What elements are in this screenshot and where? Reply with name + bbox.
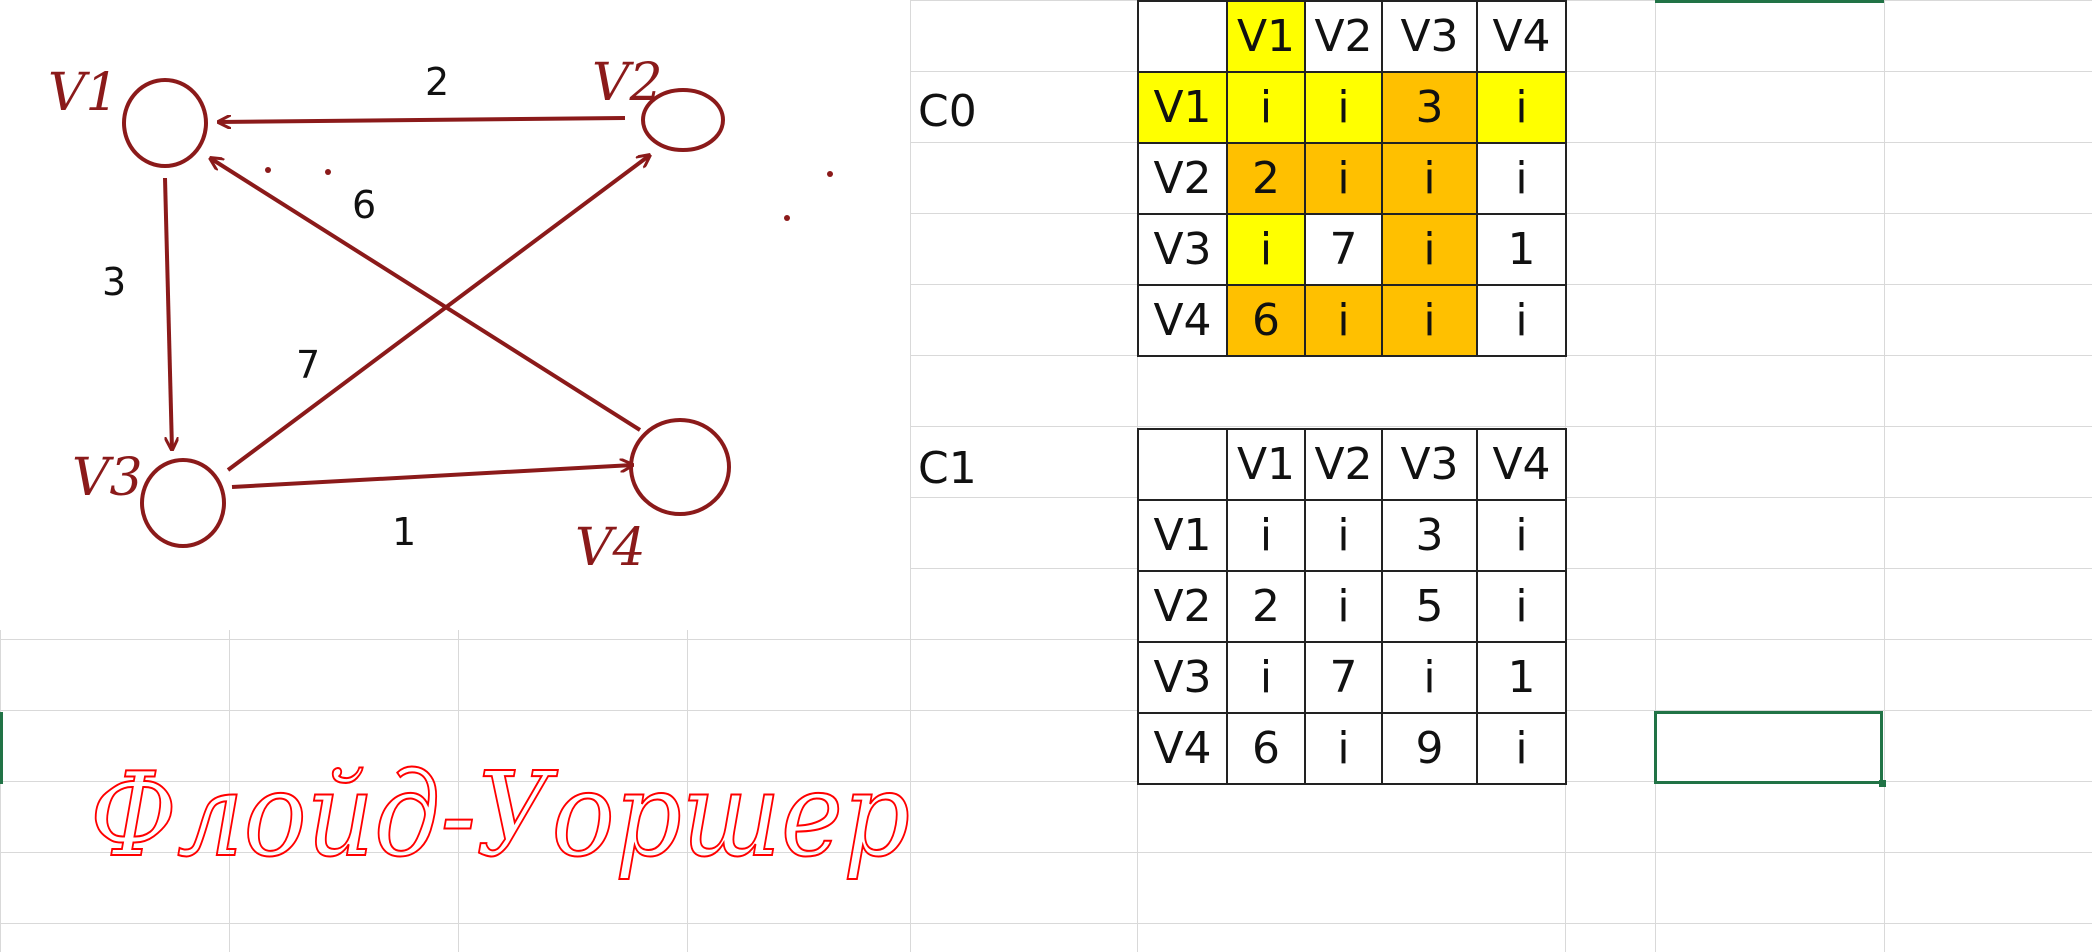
table-row: V3 i 7 i 1 xyxy=(1137,213,1567,286)
handwritten-title: Флойд-Уоршер xyxy=(89,747,911,884)
matrix-cell[interactable] xyxy=(1137,0,1228,73)
edge-v4-v1-weight: 6 xyxy=(352,183,376,227)
table-row: V2 2 i 5 i xyxy=(1137,570,1567,643)
vertex-v2-node xyxy=(641,88,725,152)
matrix-cell[interactable]: V4 xyxy=(1476,428,1567,501)
vertex-v4-label: V4 xyxy=(575,518,646,578)
edge-v3-v4 xyxy=(231,465,633,489)
matrix-cell[interactable]: 7 xyxy=(1304,641,1383,714)
matrix-cell[interactable]: V3 xyxy=(1381,428,1478,501)
matrix-cell[interactable]: 1 xyxy=(1476,641,1567,714)
table-row: V2 2 i i i xyxy=(1137,142,1567,215)
edge-v1-v3 xyxy=(163,177,172,450)
column-selection-indicator xyxy=(1655,0,1884,3)
stray-dot xyxy=(827,171,833,177)
handwritten-title-text: Флойд-Уоршер xyxy=(90,748,910,883)
matrix-cell[interactable]: i xyxy=(1381,641,1478,714)
stray-dot xyxy=(265,167,271,173)
matrix-cell[interactable]: i xyxy=(1381,142,1478,215)
selected-cell[interactable] xyxy=(1654,711,1883,784)
matrix-c1: V1 V2 V3 V4 V1 i i 3 i V2 2 i 5 i V3 i 7… xyxy=(1137,428,1567,785)
matrix-cell[interactable]: i xyxy=(1476,570,1567,643)
matrix-cell[interactable]: V4 xyxy=(1137,712,1228,785)
matrix-cell[interactable]: i xyxy=(1304,570,1383,643)
matrix-c0: V1 V2 V3 V4 V1 i i 3 i V2 2 i i i V3 i 7… xyxy=(1137,0,1567,357)
matrix-cell[interactable]: i xyxy=(1226,71,1306,144)
matrix-cell[interactable]: V1 xyxy=(1137,499,1228,572)
matrix-cell[interactable]: V2 xyxy=(1137,570,1228,643)
edge-v4-v1 xyxy=(210,158,642,432)
matrix-cell[interactable]: i xyxy=(1304,142,1383,215)
matrix-cell[interactable]: i xyxy=(1226,499,1306,572)
vertex-v3-label: V3 xyxy=(72,448,143,508)
matrix-cell[interactable]: i xyxy=(1226,641,1306,714)
matrix-cell[interactable]: V3 xyxy=(1381,0,1478,73)
matrix-cell[interactable]: 6 xyxy=(1226,284,1306,357)
row-selection-indicator xyxy=(0,712,3,784)
matrix-cell[interactable]: 1 xyxy=(1476,213,1567,286)
matrix-cell[interactable]: V4 xyxy=(1476,0,1567,73)
matrix-cell[interactable]: 6 xyxy=(1226,712,1306,785)
matrix-cell[interactable]: V3 xyxy=(1137,641,1228,714)
vertex-v3-node xyxy=(140,458,226,548)
edge-v2-v1-weight: 2 xyxy=(425,60,449,104)
matrix-cell[interactable]: i xyxy=(1381,284,1478,357)
vertex-v1-label: V1 xyxy=(48,63,119,123)
matrix-cell[interactable]: i xyxy=(1476,499,1567,572)
matrix-cell[interactable]: 3 xyxy=(1381,499,1478,572)
matrix-cell[interactable]: i xyxy=(1476,71,1567,144)
edge-v3-v2 xyxy=(226,155,650,472)
matrix-cell[interactable] xyxy=(1137,428,1228,501)
matrix-cell[interactable]: i xyxy=(1476,284,1567,357)
table-row: V3 i 7 i 1 xyxy=(1137,641,1567,714)
matrix-cell[interactable]: 2 xyxy=(1226,570,1306,643)
matrix-cell[interactable]: i xyxy=(1304,499,1383,572)
matrix-cell[interactable]: V1 xyxy=(1226,428,1306,501)
matrix-cell[interactable]: V3 xyxy=(1137,213,1228,286)
fill-handle[interactable] xyxy=(1879,780,1886,787)
table-row: V1 i i 3 i xyxy=(1137,71,1567,144)
matrix-cell[interactable]: V2 xyxy=(1304,0,1383,73)
table-row: V4 6 i i i xyxy=(1137,284,1567,357)
edge-v3-v4-weight: 1 xyxy=(392,510,416,554)
table-row: V1 i i 3 i xyxy=(1137,499,1567,572)
table-c0-label: C0 xyxy=(918,86,977,137)
stray-dot xyxy=(325,169,331,175)
table-row: V1 V2 V3 V4 xyxy=(1137,428,1567,501)
matrix-cell[interactable]: i xyxy=(1476,142,1567,215)
matrix-cell[interactable]: V2 xyxy=(1137,142,1228,215)
matrix-cell[interactable]: i xyxy=(1304,284,1383,357)
matrix-cell[interactable]: 3 xyxy=(1381,71,1478,144)
matrix-cell[interactable]: 7 xyxy=(1304,213,1383,286)
matrix-cell[interactable]: i xyxy=(1304,712,1383,785)
matrix-cell[interactable]: V1 xyxy=(1137,71,1228,144)
table-row: V1 V2 V3 V4 xyxy=(1137,0,1567,73)
matrix-cell[interactable]: 5 xyxy=(1381,570,1478,643)
matrix-cell[interactable]: 2 xyxy=(1226,142,1306,215)
matrix-cell[interactable]: i xyxy=(1304,71,1383,144)
graph-drawing: V1 V2 V3 V4 2 3 7 1 6 xyxy=(0,0,910,630)
matrix-cell[interactable]: i xyxy=(1381,213,1478,286)
matrix-cell[interactable]: i xyxy=(1226,213,1306,286)
matrix-cell[interactable]: V4 xyxy=(1137,284,1228,357)
stray-dot xyxy=(784,215,790,221)
matrix-cell[interactable]: V2 xyxy=(1304,428,1383,501)
edge-v1-v3-weight: 3 xyxy=(102,260,126,304)
table-c1-label: C1 xyxy=(918,443,977,494)
vertex-v1-node xyxy=(122,78,208,168)
matrix-cell[interactable]: 9 xyxy=(1381,712,1478,785)
edge-v2-v1 xyxy=(218,118,626,122)
edge-v3-v2-weight: 7 xyxy=(296,343,320,387)
vertex-v2-label: V2 xyxy=(592,53,663,113)
matrix-cell[interactable]: V1 xyxy=(1226,0,1306,73)
table-row: V4 6 i 9 i xyxy=(1137,712,1567,785)
matrix-cell[interactable]: i xyxy=(1476,712,1567,785)
